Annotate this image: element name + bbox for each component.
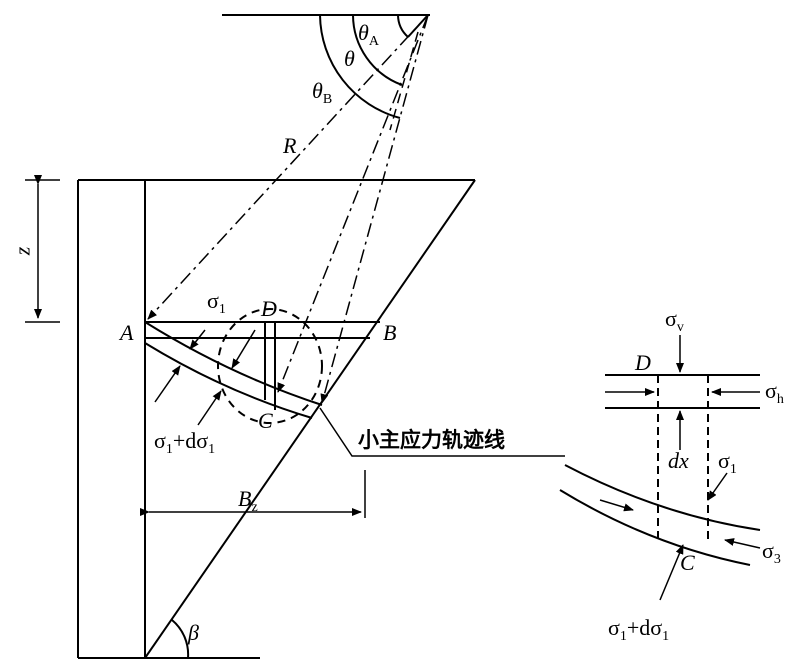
sigma1-label: σ1 bbox=[207, 288, 226, 317]
beta-label: β bbox=[188, 620, 199, 645]
theta-label: θ bbox=[344, 46, 355, 71]
detail-c-label: C bbox=[680, 550, 695, 575]
slip-plane bbox=[144, 179, 476, 659]
detail-sigma1-dsigma1-label: σ1+dσ1 bbox=[608, 615, 670, 644]
detail-d-label: D bbox=[635, 350, 651, 375]
point-d-label: D bbox=[261, 296, 277, 321]
radius-label: R bbox=[283, 133, 297, 158]
point-c-label: C bbox=[258, 408, 273, 433]
radius-line bbox=[147, 14, 429, 320]
sigma3-label: σ3 bbox=[762, 538, 781, 567]
depth-label: z bbox=[9, 246, 35, 256]
theta-b-label: θB bbox=[312, 78, 333, 107]
arc-theta-a bbox=[397, 14, 409, 38]
theta-a-label: θA bbox=[358, 20, 379, 49]
detail-curve-lower bbox=[559, 489, 751, 566]
detail-sigma1-label: σ1 bbox=[718, 448, 737, 477]
bz-label: Bz bbox=[238, 486, 258, 515]
sigma1-dsigma1-label: σ1+dσ1 bbox=[154, 428, 216, 457]
trajectory-upper bbox=[144, 321, 323, 406]
trajectory-leader bbox=[319, 407, 565, 457]
detail-circle bbox=[217, 308, 323, 424]
arc-theta bbox=[352, 14, 403, 86]
beta-arc bbox=[171, 619, 190, 659]
trajectory-lower bbox=[144, 342, 313, 419]
point-a-label: A bbox=[120, 320, 134, 345]
point-b-label: B bbox=[383, 320, 397, 345]
arc-theta-b bbox=[319, 14, 401, 119]
sigma-v-label: σv bbox=[665, 306, 684, 335]
trajectory-label: 小主应力轨迹线 bbox=[358, 428, 505, 452]
sigma-h-label: σh bbox=[765, 378, 784, 407]
detail-curve-upper bbox=[564, 464, 761, 531]
dx-label: dx bbox=[668, 448, 689, 473]
